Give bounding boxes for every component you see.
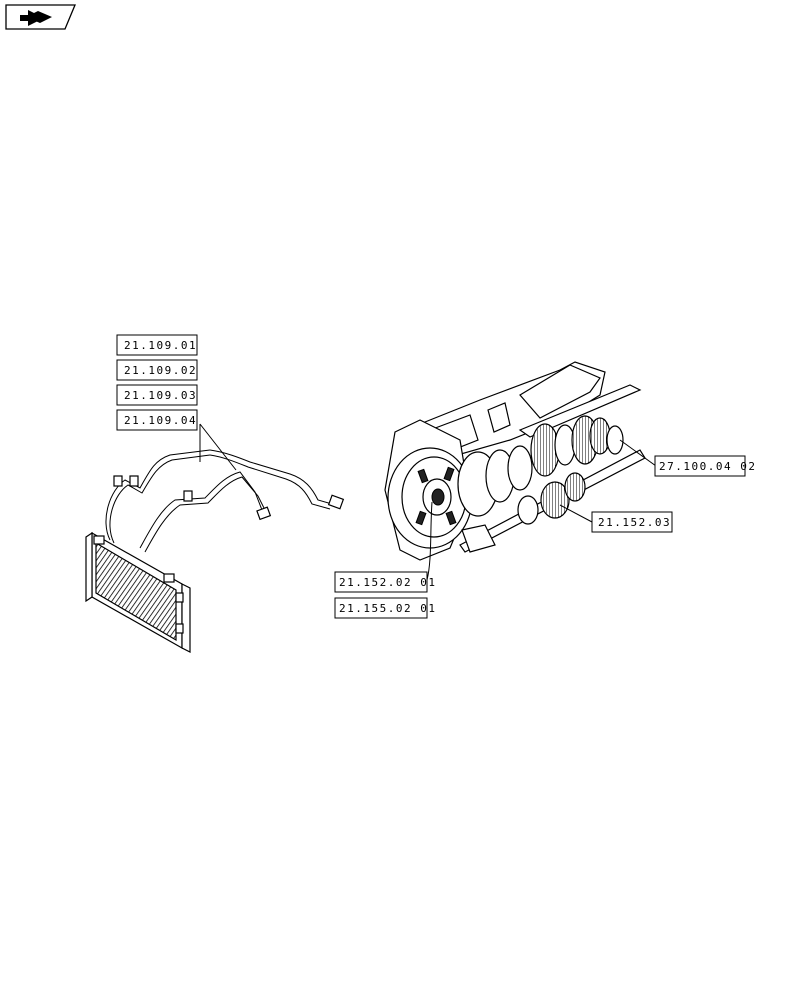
- cooler-ref-1[interactable]: 21.109.01: [116, 334, 198, 356]
- cooler-leader-line-2: [199, 423, 237, 471]
- cooler-ref-4[interactable]: 21.109.04: [116, 409, 198, 431]
- pto-shaft-ref[interactable]: 27.100.04 02: [654, 455, 756, 477]
- pto-leader-line: [619, 439, 657, 467]
- gears-ref[interactable]: 21.152.03: [591, 511, 673, 533]
- cooler-ref-1-label: 21.109.01: [124, 339, 197, 352]
- cooler-ref-2-label: 21.109.02: [124, 364, 197, 377]
- oil-cooler-assembly: [85, 423, 345, 653]
- clutch-ref-2-label: 21.155.02 01: [339, 602, 436, 615]
- cooler-ref-3[interactable]: 21.109.03: [116, 384, 198, 406]
- gears-ref-label: 21.152.03: [598, 516, 671, 529]
- oil-cooler-pipes: [105, 449, 345, 553]
- clutch-ref-2[interactable]: 21.155.02 01: [334, 597, 436, 619]
- gear-cluster: [457, 415, 624, 525]
- back-arrow-icon[interactable]: [5, 4, 76, 30]
- clutch-leader-line: [426, 501, 433, 581]
- clutch-ref-1-label: 21.152.02 01: [339, 576, 436, 589]
- cooler-ref-4-label: 21.109.04: [124, 414, 197, 427]
- gears-leader-line: [559, 504, 593, 523]
- clutch-housing: [384, 419, 473, 561]
- cooler-ref-3-label: 21.109.03: [124, 389, 197, 402]
- cooler-ref-2[interactable]: 21.109.02: [116, 359, 198, 381]
- clutch-ref-1[interactable]: 21.152.02 01: [334, 571, 436, 593]
- pto-shaft-ref-label: 27.100.04 02: [659, 460, 756, 473]
- transmission-assembly: [384, 361, 657, 581]
- oil-cooler-radiator: [85, 531, 191, 653]
